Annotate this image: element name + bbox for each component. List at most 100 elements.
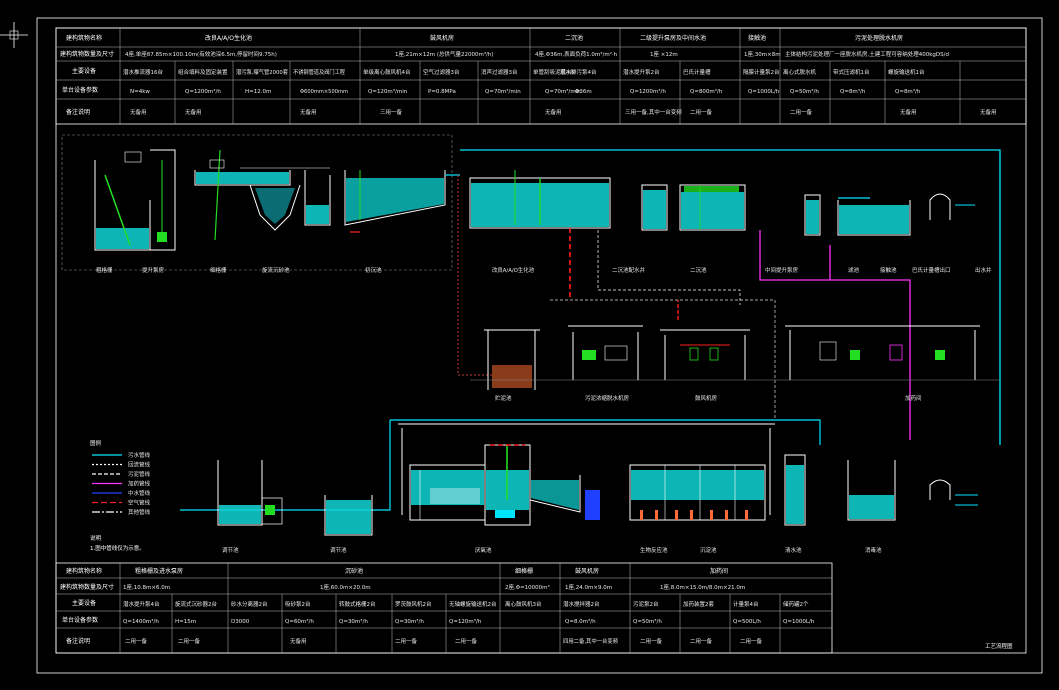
top-parameter-10: Q=800m³/h	[690, 88, 723, 95]
lower-equalization-unit-2	[324, 495, 373, 536]
lower-equalization-unit-1	[217, 460, 283, 526]
secondary-clarifier-distribution-well	[641, 184, 668, 231]
lower-building-frame	[398, 423, 775, 515]
lower-reactor-unit	[484, 444, 531, 526]
process-label-row2-3: 加药间	[905, 394, 922, 402]
top-equipment-7: 单管刮吸泥机4台	[533, 68, 575, 76]
top-size-1: 1座,21m×12m (总供气量22000m³/h)	[395, 50, 494, 58]
bottom-parameter-9: Q=500L/h	[733, 619, 761, 625]
top-remark-8: 无备用	[900, 108, 917, 116]
top-group-title-2: 二沉池	[565, 34, 583, 42]
lower-anoxic-unit	[409, 464, 486, 521]
top-equipment-3: 不锈钢管道及阀门工程	[293, 68, 345, 76]
bottom-row-header-2: 主要设备	[72, 599, 96, 607]
top-parameter-13: Q=8m³/h	[840, 88, 866, 95]
bottom-equipment-11: 计量泵4台	[733, 600, 759, 608]
top-equipment-12: 离心式脱水机	[783, 68, 817, 76]
legend-label-1: 回流管线	[128, 461, 151, 469]
bottom-equipment-4: 转鼓式格栅2台	[339, 600, 376, 608]
top-remark-5: 三用一备,其中一台变频	[625, 108, 682, 116]
bottom-remark-row: 二用一备二用一备无备用二用一备二用一备四用二备,其中一台变频二用一备二用一备二用…	[125, 637, 763, 645]
top-group-title-4: 接触池	[748, 34, 766, 42]
bottom-remark-4: 二用一备	[455, 637, 478, 645]
legend-label-6: 其他管线	[128, 508, 151, 516]
primary-settling-unit	[344, 170, 446, 233]
bottom-parameter-10: Q=1000L/h	[783, 619, 815, 625]
top-equipment-table: 建构筑物名称 建构筑物数量及尺寸 主要设备 单台设备参数 备注说明 改良A/A/…	[55, 27, 1027, 125]
filter-unit	[837, 197, 911, 236]
bottom-remark-7: 二用一备	[690, 637, 713, 645]
top-group-title-0: 改良A/A/O生化池	[205, 34, 252, 42]
top-parameter-7: Q=70m³/min	[545, 88, 581, 95]
top-remark-6: 二用一备	[690, 108, 713, 116]
top-equipment-14: 螺旋输送机1台	[888, 68, 925, 76]
lower-filter-bank	[629, 464, 766, 521]
lower-settling-unit	[529, 475, 600, 520]
bottom-parameter-6: Q=120m³/h	[449, 618, 482, 625]
legend-title: 图例	[90, 439, 102, 447]
top-equipment-13: 带式压滤机1台	[833, 68, 870, 76]
bottom-remark-0: 二用一备	[125, 637, 148, 645]
process-label-row1-7: 二沉池	[690, 266, 707, 274]
top-parameter-3: Φ600mm×500mm	[300, 89, 348, 95]
top-row-header-0: 建构筑物名称	[66, 34, 102, 42]
top-parameter-9: Q=1200m³/h	[630, 88, 666, 95]
top-equipment-4: 单级离心鼓风机4台	[363, 68, 411, 76]
top-equipment-8: 潜水排污泵4台	[560, 68, 597, 76]
chemical-dosing-pipe	[759, 230, 911, 440]
crosshair-cursor-icon	[0, 22, 28, 48]
top-group-title-3: 二级提升泵房及中间水池	[640, 34, 706, 42]
bottom-parameter-4: Q=30m³/h	[339, 618, 368, 625]
top-parameter-11: Q=1000L/h	[748, 89, 780, 95]
bottom-row-header-0: 建构筑物名称	[66, 567, 102, 575]
bottom-parameter-7: Q=8.0m³/h	[565, 618, 596, 625]
legend-label-5: 空气管线	[128, 499, 151, 507]
bottom-size-1: 1座,60.0m×20.0m	[320, 583, 371, 591]
top-size-4: 1座,30m×8m	[744, 50, 781, 58]
bottom-size-4: 1座,8.0m×15.0m/8.0m×21.0m	[660, 583, 745, 591]
bottom-equipment-5: 罗茨鼓风机2台	[395, 600, 432, 608]
bottom-group-title-1: 沉砂池	[345, 567, 363, 575]
top-parameter-14: Q=8m³/h	[895, 88, 921, 95]
bottom-remark-3: 二用一备	[395, 637, 418, 645]
process-label-row3-0: 调节池	[222, 546, 239, 554]
process-label-row1-12: 出水井	[975, 266, 992, 274]
top-parameter-5: P=0.8MPa	[428, 89, 456, 95]
top-size-0: 4座,单座87.85m×100.10m(有效池深6.5m,停留时间9.75h)	[125, 50, 277, 58]
notes-text: 1.图中管线仅为示意。	[90, 544, 145, 552]
top-size-3: 1座 ×12m	[650, 50, 678, 58]
bottom-equipment-8: 潜水搅拌器2台	[563, 600, 600, 608]
bottom-equipment-12: 储药罐2个	[783, 600, 809, 608]
process-label-row1-8: 中间提升泵房	[765, 266, 799, 274]
bottom-equipment-0: 潜水提升泵4台	[123, 600, 160, 608]
top-parameter-12: Q=50m³/h	[790, 88, 819, 95]
process-label-row2-2: 鼓风机房	[695, 394, 718, 402]
process-label-row3-2: 厌氧池	[475, 546, 492, 554]
top-size-5: 主体结构污泥处理厂一座脱水机房,土建工程可容纳处理400kgDS/d	[785, 50, 949, 58]
bottom-remark-5: 四用二备,其中一台变频	[563, 637, 618, 645]
bottom-group-title-0: 粗格栅及进水泵房	[135, 567, 183, 575]
bottom-equipment-6: 无轴螺旋输送机2台	[449, 600, 497, 608]
dosing-building	[785, 325, 980, 380]
drawing-title: 工艺流程图	[985, 642, 1013, 650]
intermediate-lift-unit	[804, 194, 821, 236]
bottom-parameter-1: H=15m	[175, 619, 196, 625]
top-row-header-3: 单台设备参数	[62, 86, 98, 94]
top-row-header-2: 主要设备	[72, 67, 96, 75]
process-label-row1-5: 改良A/A/O生化池	[492, 266, 534, 274]
top-equipment-9: 潜水提升泵2台	[623, 68, 660, 76]
top-equipment-row: 潜水推流器16台组合填料及固定装置潜污泵,曝气管2000套不锈钢管道及阀门工程单…	[123, 68, 925, 76]
bottom-group-title-3: 鼓风机房	[575, 567, 599, 575]
lift-pump-station-unit	[150, 149, 176, 251]
process-label-row2-1: 污泥浓缩脱水机房	[585, 394, 630, 402]
main-inflow-pipe	[460, 149, 1001, 445]
process-label-row3-6: 消毒池	[865, 546, 882, 554]
bottom-parameter-2: D3000	[231, 619, 250, 625]
bottom-row-header-4: 备注说明	[66, 637, 90, 645]
top-group-title-5: 污泥处理脱水机房	[855, 34, 903, 42]
inner-border	[55, 27, 1027, 654]
process-label-row1-6: 二沉池配水井	[612, 266, 646, 274]
aao-bioreactor-unit	[469, 170, 611, 300]
